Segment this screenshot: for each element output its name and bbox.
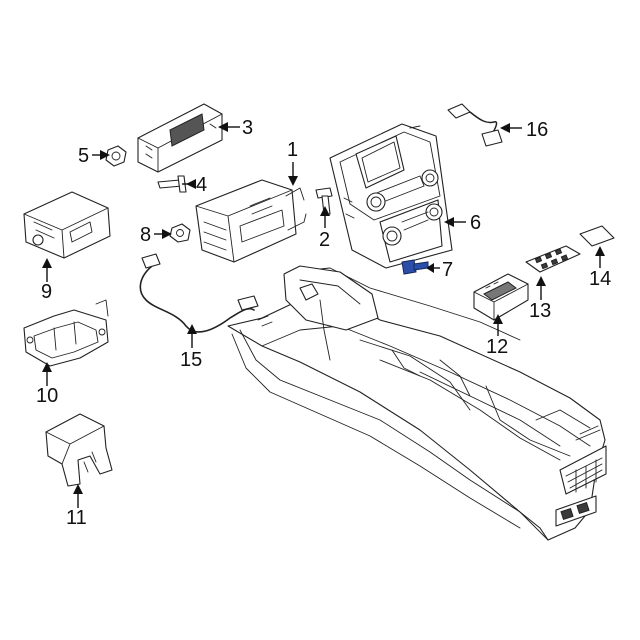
part-6-control-panel-bezel: [329, 123, 453, 269]
callout-11: 11: [66, 507, 87, 529]
part-13-panel: [525, 245, 581, 273]
callout-4: 4: [196, 174, 207, 196]
callout-8: 8: [140, 224, 151, 246]
callout-1: 1: [287, 139, 298, 161]
callout-7: 7: [442, 259, 453, 281]
callout-6: 6: [470, 212, 481, 234]
part-16-connector: [447, 103, 503, 147]
part-14-pad: [579, 225, 615, 247]
part-7-screw: [401, 259, 429, 275]
part-12-switch: [473, 273, 529, 321]
part-8-nut: [169, 223, 191, 243]
callout-3: 3: [242, 117, 253, 139]
callout-9: 9: [41, 281, 52, 303]
callout-5: 5: [78, 145, 89, 167]
callout-15: 15: [180, 349, 202, 371]
callout-16: 16: [526, 119, 548, 141]
part-11-bracket: [45, 413, 113, 487]
callout-12: 12: [486, 336, 508, 358]
callout-2: 2: [319, 229, 330, 251]
part-4-screw: [157, 175, 187, 193]
callout-leaders: [42, 122, 605, 508]
callout-14: 14: [589, 268, 611, 290]
part-3-display-module: [137, 103, 223, 173]
callout-13: 13: [529, 300, 551, 322]
callout-labels: 1 2 3 4 5 6 7 8 9 10 11 12 13 14 15 16: [36, 117, 611, 529]
part-5-nut: [105, 145, 127, 167]
part-15-wire-harness: [139, 253, 273, 333]
part-10-bracket: [23, 299, 109, 367]
callout-10: 10: [36, 385, 58, 407]
center-console: [227, 265, 607, 541]
part-1-receiver: [195, 179, 307, 263]
part-9-control-module: [23, 191, 111, 259]
